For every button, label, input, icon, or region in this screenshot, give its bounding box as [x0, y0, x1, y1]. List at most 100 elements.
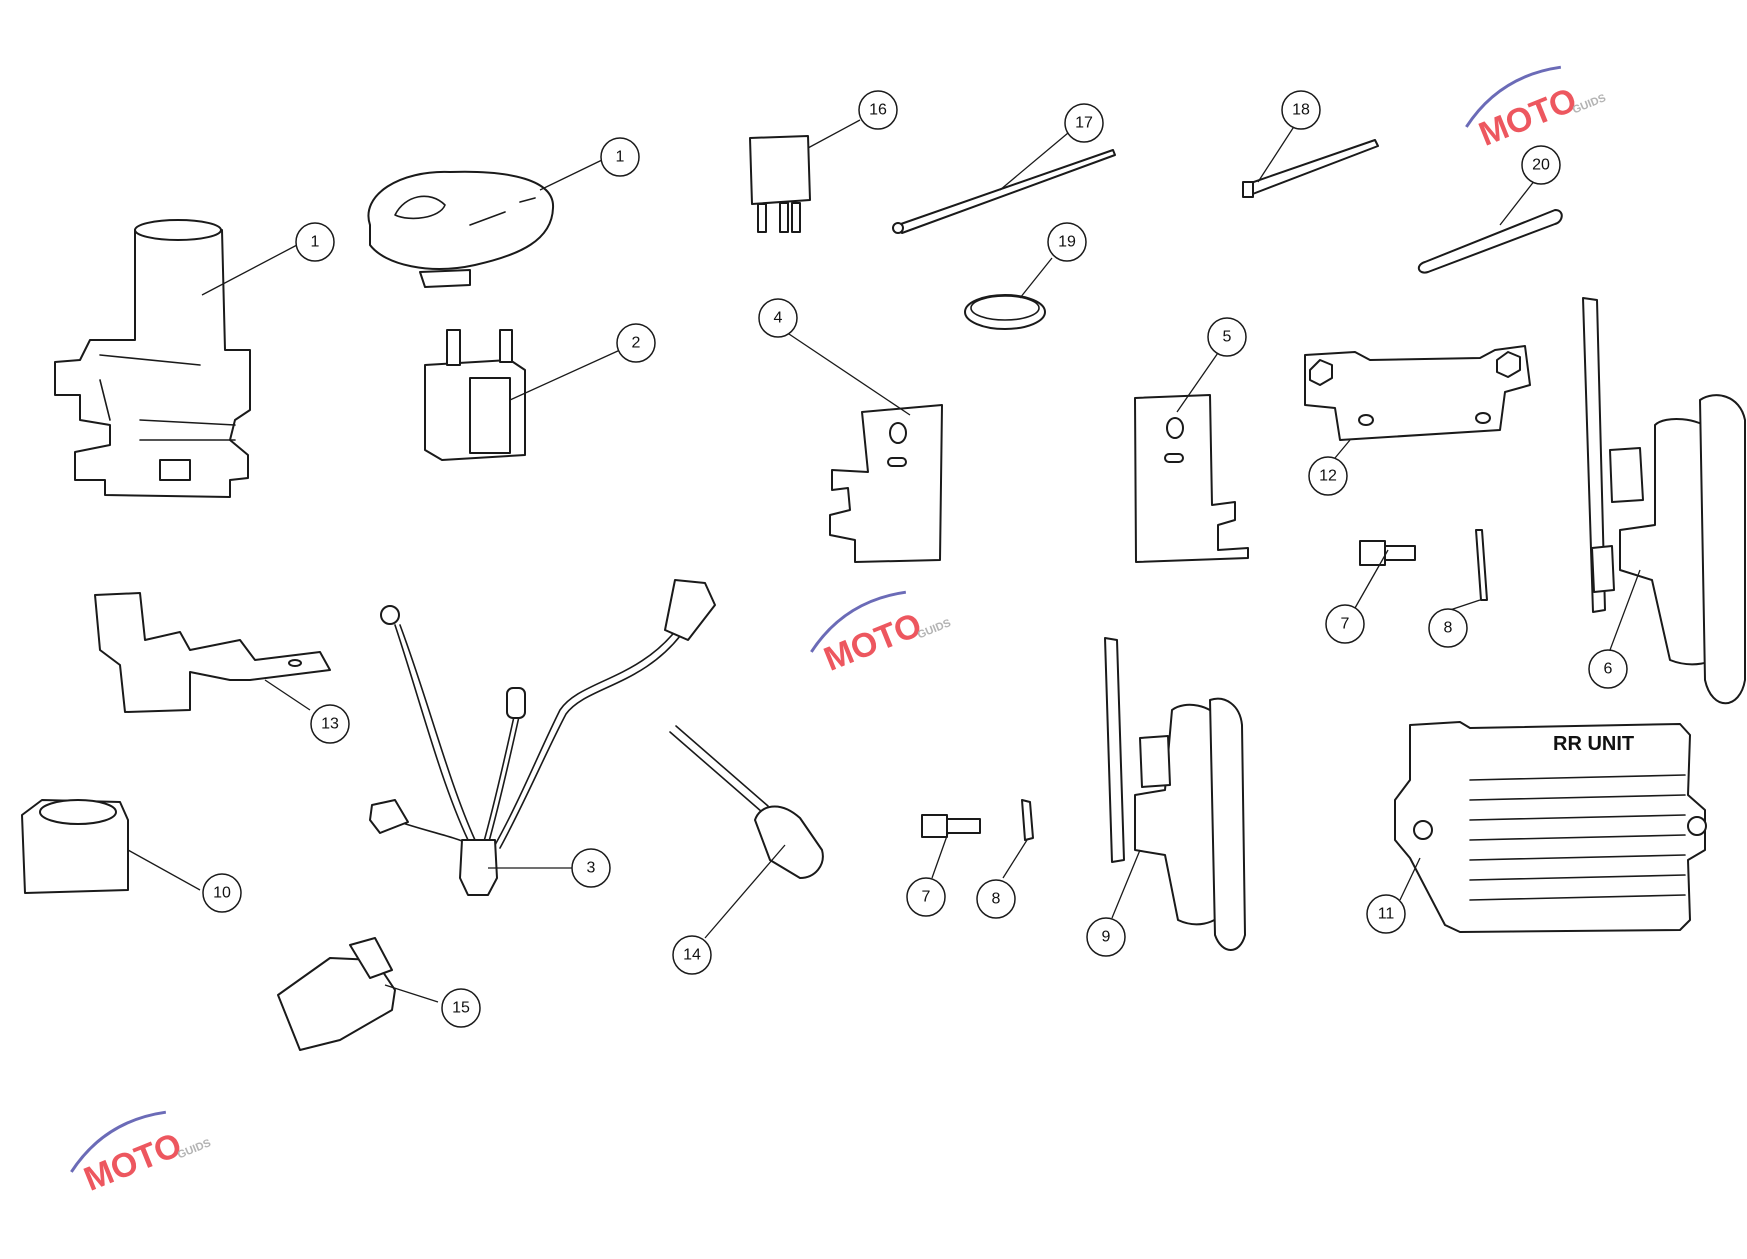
callout-4: 4 [758, 298, 798, 338]
callout-11: 11 [1366, 894, 1406, 934]
callout-circle [1207, 317, 1247, 357]
callout-circle [441, 988, 481, 1028]
callout-20: 20 [1521, 145, 1561, 185]
callout-19: 19 [1047, 222, 1087, 262]
callout-label: 8 [1444, 620, 1453, 637]
bracket-right-part [1134, 394, 1249, 563]
svg-text:MOTO: MOTO [819, 606, 927, 679]
cable-tie-long-part [892, 149, 1116, 234]
callout-18: 18 [1281, 90, 1321, 130]
mount-plate-part [1304, 345, 1531, 441]
callout-17: 17 [1064, 103, 1104, 143]
callout-circle [616, 323, 656, 363]
rubber-mount-part [21, 799, 129, 894]
callout-5: 5 [1207, 317, 1247, 357]
hose-clamp-part [964, 294, 1046, 330]
callout-label: 15 [452, 1000, 470, 1017]
callout-circle [1047, 222, 1087, 262]
horn-left-part [1104, 637, 1246, 951]
leader-lines [127, 119, 1641, 1003]
callout-circle [1588, 649, 1628, 689]
callout-circle [1281, 90, 1321, 130]
callout-8: 8 [1428, 608, 1468, 648]
callout-circle [1086, 917, 1126, 957]
callout-label: 13 [321, 716, 339, 733]
callout-13: 13 [310, 704, 350, 744]
callout-label: 8 [992, 891, 1001, 908]
callout-label: 9 [1102, 929, 1111, 946]
bracket-wire-part [94, 592, 331, 713]
washer-right-part [1475, 529, 1488, 601]
bracket-left-part [829, 404, 943, 563]
callout-label: 1 [616, 149, 625, 166]
callout-1: 1 [295, 222, 335, 262]
callout-circle [1308, 456, 1348, 496]
callout-label: 1 [311, 234, 320, 251]
callout-circle [906, 877, 946, 917]
callout-circle [202, 873, 242, 913]
svg-text:GUIDS: GUIDS [916, 617, 953, 641]
callout-label: 20 [1532, 157, 1550, 174]
callout-circle [295, 222, 335, 262]
switch-cover-part [367, 170, 555, 288]
callout-12: 12 [1308, 456, 1348, 496]
ignition-switch-part [54, 219, 251, 498]
callout-circle [858, 90, 898, 130]
callout-circle [571, 848, 611, 888]
callout-label: 4 [774, 310, 783, 327]
callout-label: 3 [587, 860, 596, 877]
callout-9: 9 [1086, 917, 1126, 957]
callout-7: 7 [1325, 604, 1365, 644]
callout-circle [672, 935, 712, 975]
callout-circle [1521, 145, 1561, 185]
svg-text:MOTO: MOTO [79, 1126, 187, 1199]
callout-circle [1366, 894, 1406, 934]
callout-3: 3 [571, 848, 611, 888]
callout-label: 12 [1319, 468, 1337, 485]
horn-right-part [1582, 297, 1746, 705]
rr-unit-label: RR UNIT [1553, 733, 1634, 755]
callout-circle [310, 704, 350, 744]
callout-label: 10 [213, 885, 231, 902]
watermark-bottom-left: MOTO GUIDS [70, 1110, 213, 1199]
callout-8: 8 [976, 879, 1016, 919]
callout-circle [976, 879, 1016, 919]
callout-1: 1 [600, 137, 640, 177]
svg-text:MOTO: MOTO [1474, 81, 1582, 154]
callout-7: 7 [906, 877, 946, 917]
callout-label: 7 [922, 889, 931, 906]
callout-circle [758, 298, 798, 338]
callout-label: 18 [1292, 102, 1310, 119]
split-pin-part [1417, 209, 1563, 274]
watermark-center: MOTO GUIDS [810, 590, 953, 679]
cable-tie-short-part [1242, 139, 1379, 198]
sensor-part [669, 725, 824, 879]
svg-text:GUIDS: GUIDS [1571, 92, 1608, 116]
diode-module-part [424, 329, 526, 461]
callout-circle [1428, 608, 1468, 648]
callout-circle [600, 137, 640, 177]
callout-label: 19 [1058, 234, 1076, 251]
callout-label: 2 [632, 335, 641, 352]
callout-label: 16 [869, 102, 887, 119]
callout-6: 6 [1588, 649, 1628, 689]
callout-label: 14 [683, 947, 701, 964]
callout-2: 2 [616, 323, 656, 363]
watermark-top-right: MOTO GUIDS [1465, 65, 1608, 154]
callout-label: 7 [1341, 616, 1350, 633]
connector-block-part [277, 937, 396, 1051]
relay-part [749, 135, 811, 233]
callout-label: 5 [1223, 329, 1232, 346]
callout-circle [1325, 604, 1365, 644]
screw-right-part [1359, 540, 1416, 566]
regulator-rectifier-part: RR UNIT [1394, 721, 1707, 933]
callout-label: 6 [1604, 661, 1613, 678]
callout-label: 17 [1075, 115, 1093, 132]
callout-10: 10 [202, 873, 242, 913]
callout-15: 15 [441, 988, 481, 1028]
washer-middle-part [1021, 799, 1034, 841]
wiring-harness-part [369, 579, 716, 896]
svg-text:GUIDS: GUIDS [176, 1137, 213, 1161]
